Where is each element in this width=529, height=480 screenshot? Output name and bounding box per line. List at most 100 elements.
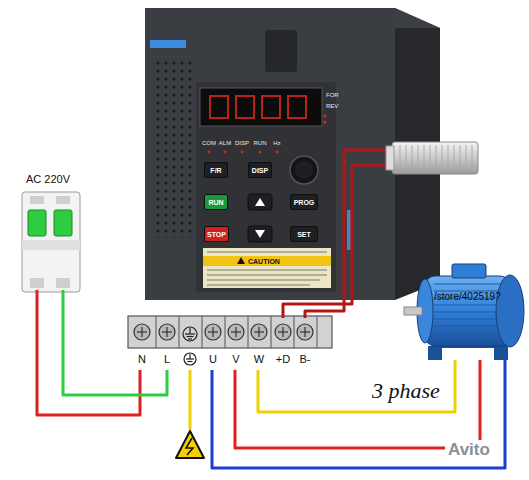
wire: [305, 150, 392, 318]
inverter-housing: [324, 115, 327, 118]
inverter-housing: [224, 151, 227, 154]
led-label: FOR: [326, 92, 339, 98]
panel-button: SET: [290, 226, 318, 242]
resistor-fin: [466, 145, 467, 171]
inverter-housing: [324, 121, 327, 124]
resistor-fin: [436, 145, 437, 171]
panel-button: STOP: [204, 226, 229, 242]
supply-label: AC 220V: [26, 174, 70, 185]
terminal-block: [294, 316, 295, 348]
screw-slot: [304, 327, 305, 337]
inverter-housing: [207, 252, 327, 253]
braking-resistor: [392, 142, 478, 174]
button-label: SET: [297, 231, 311, 238]
motor-rib: [434, 311, 500, 312]
ground-symbol: [188, 338, 192, 339]
resistor-fin: [424, 145, 425, 171]
ground-symbol: [185, 333, 195, 334]
braking-resistor: [386, 146, 394, 170]
ground-terminal-label: [184, 353, 196, 365]
motor-rib: [434, 325, 500, 326]
panel-button: DISP: [248, 162, 272, 178]
inverter-housing: [200, 88, 322, 126]
three-phase-motor: [496, 275, 524, 347]
inverter-housing: [207, 285, 310, 286]
inverter-housing: [288, 96, 306, 118]
resistor-fin: [412, 145, 413, 171]
circuit-breaker: [56, 196, 70, 204]
resistor-fin: [406, 145, 407, 171]
terminal-block: [271, 316, 272, 348]
inverter-housing: [145, 8, 395, 300]
inverter-housing: [259, 151, 262, 154]
terminal-block: [317, 316, 318, 348]
terminal-screw: [297, 324, 313, 340]
resistor-fin: [442, 145, 443, 171]
phase-label: 3 phase: [372, 380, 440, 402]
wire: [235, 360, 480, 448]
three-phase-motor: [452, 264, 486, 278]
wire: [189, 370, 192, 430]
button-label: RUN: [208, 199, 223, 206]
inverter-housing: [347, 210, 351, 250]
three-phase-motor: [494, 346, 508, 360]
screw-slot: [282, 327, 283, 337]
warning-label: CAUTION: [248, 258, 280, 265]
wire: [258, 360, 455, 412]
wire: [212, 360, 505, 468]
ground-symbol: [187, 336, 194, 337]
circuit-breaker: [28, 210, 46, 236]
inverter-housing: [276, 151, 279, 154]
inverter-housing: [210, 96, 306, 118]
motor-rib: [434, 304, 500, 305]
button-label: PROG: [294, 199, 315, 206]
terminal-screw: [275, 324, 291, 340]
terminal-block: [134, 324, 313, 340]
circuit-breaker: [22, 192, 80, 292]
motor-rib: [434, 332, 500, 333]
ground-terminal-label: [189, 354, 190, 359]
ground-terminal-label: [188, 361, 193, 362]
terminal-name: U: [209, 354, 217, 365]
wire: [283, 165, 392, 318]
three-phase-motor: [428, 346, 442, 360]
terminal-name: B-: [300, 354, 311, 365]
terminal-block: [128, 316, 332, 348]
three-phase-motor: [404, 307, 422, 315]
avito-watermark: Avito: [445, 440, 493, 459]
resistor-fin: [454, 145, 455, 171]
terminal-screw: [159, 324, 175, 340]
terminal-name: N: [138, 354, 146, 365]
terminal-name: V: [232, 354, 239, 365]
button-label: STOP: [207, 231, 226, 238]
inverter-housing: [208, 151, 279, 154]
terminal-block: [128, 316, 332, 348]
circuit-breaker: [30, 196, 44, 204]
panel-button: PROG: [290, 194, 318, 210]
circuit-breaker: [22, 240, 80, 250]
inverter-housing: [295, 161, 313, 179]
ground-symbol: [183, 327, 197, 341]
terminal-screw: [251, 324, 267, 340]
terminal-block: [225, 316, 226, 348]
screw-slot: [166, 327, 167, 337]
led-label: REV: [326, 103, 338, 109]
terminal-block: [202, 316, 203, 348]
inverter-housing: [236, 96, 254, 118]
inverter-housing: [237, 257, 245, 264]
ground-symbol: [183, 327, 197, 341]
terminal-block: [156, 316, 317, 348]
three-phase-motor: [404, 264, 524, 360]
resistor-fin: [448, 145, 449, 171]
inverter-housing: [208, 151, 211, 154]
earth-warning-triangle: [176, 431, 204, 458]
inverter-housing: [262, 96, 280, 118]
earth-warning-triangle: [186, 438, 193, 455]
screw-slot: [258, 327, 259, 337]
inverter-housing: [255, 198, 265, 206]
wire: [63, 290, 167, 395]
circuit-breaker: [56, 278, 70, 288]
resistor-fin: [460, 145, 461, 171]
inverter-housing: [153, 58, 193, 238]
ground-terminal-label: [186, 358, 194, 359]
